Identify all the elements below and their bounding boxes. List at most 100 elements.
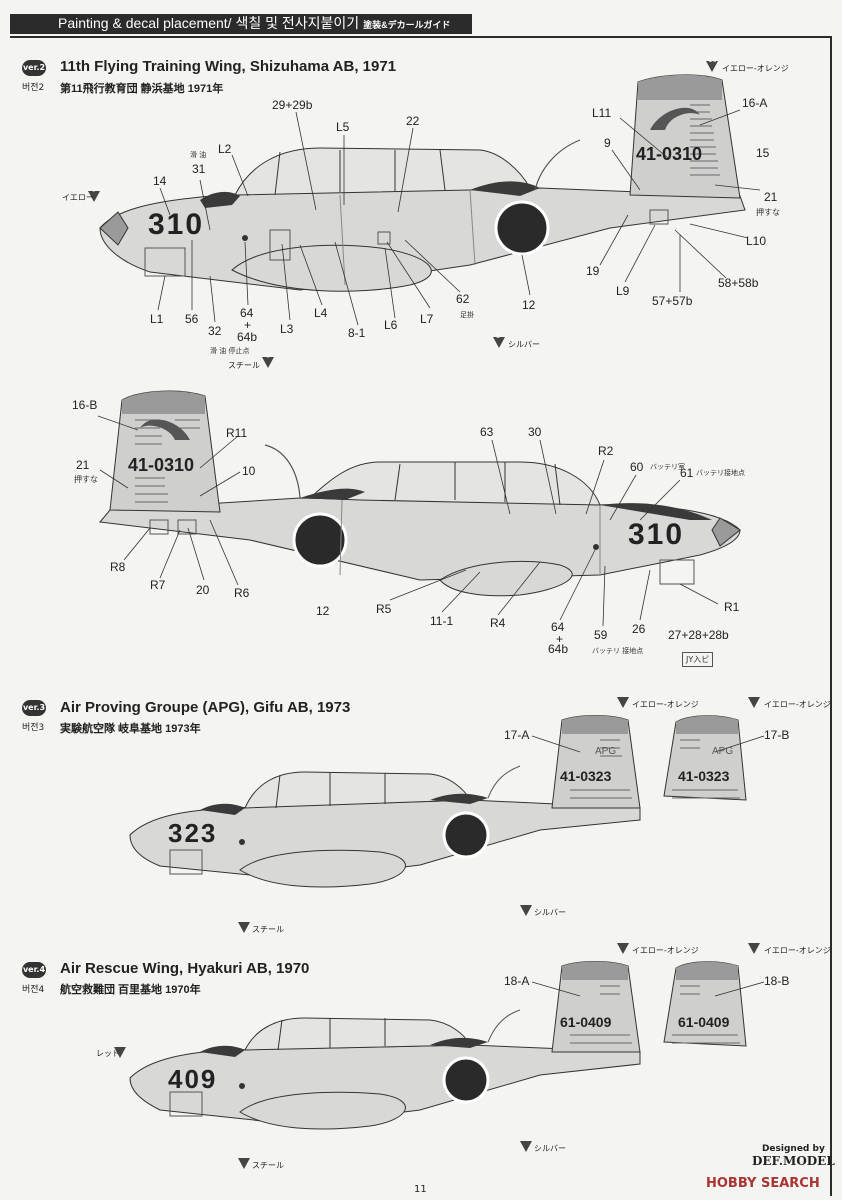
v2-badge: ver.2 <box>22 60 46 76</box>
v4-tail-code-a: 61-0409 <box>560 1014 612 1030</box>
callout-R4: R4 <box>490 616 506 630</box>
v2-badge-sub: 버전2 <box>22 83 45 93</box>
v3-badge: ver.3 <box>22 700 46 716</box>
callout-59: 59 <box>594 628 608 642</box>
callout-21: 21 <box>764 190 778 204</box>
callout-64-right-plus: + <box>556 632 564 646</box>
v3-badge-sub: 버전3 <box>22 723 45 733</box>
v4-badge: ver.4 <box>22 962 46 978</box>
callout-64-right: 64 <box>551 620 565 634</box>
callout-L1: L1 <box>150 312 164 326</box>
v3-tail-code-a: 41-0323 <box>560 768 612 784</box>
callout-19: 19 <box>586 264 600 278</box>
v4-badge-sub: 버전4 <box>22 985 45 995</box>
v2-left-tail-code: 41-0310 <box>636 144 703 164</box>
callout-21-right: 21 <box>76 458 90 472</box>
callout-62-note: 足掛 <box>460 311 474 319</box>
v3-profile <box>129 715 747 888</box>
v2-right-fin-marks <box>135 419 200 503</box>
color-ref-10-label-v3b: イエロー-オレンジ <box>764 700 831 709</box>
v3-fin-marks <box>570 739 740 799</box>
color-ref-8-label: レッド <box>96 1049 120 1058</box>
callout-58: 58+58b <box>718 276 759 290</box>
page-number: 11 <box>414 1184 427 1195</box>
callout-R8: R8 <box>110 560 126 574</box>
callout-15: 15 <box>756 146 770 160</box>
color-ref-7-label: イエロー <box>62 193 94 202</box>
v3-tail-logo-a: APG <box>595 746 617 757</box>
callout-12: 12 <box>522 298 536 312</box>
callout-R11: R11 <box>226 426 248 440</box>
color-ref-4-label-v4: スチール <box>252 1161 284 1170</box>
v4-nose-code: 409 <box>168 1064 218 1094</box>
color-ref-7-num: 7 <box>92 186 97 194</box>
callout-22: 22 <box>406 114 420 128</box>
callout-R6: R6 <box>234 586 250 600</box>
callout-56: 56 <box>185 312 199 326</box>
callout-64: 64 <box>240 306 254 320</box>
callout-62: 62 <box>456 292 470 306</box>
callout-60-note: バッテリ室 <box>650 463 685 471</box>
callout-L7: L7 <box>420 312 434 326</box>
callout-57: 57+57b <box>652 294 693 308</box>
callout-21-right-note: 押すな <box>74 475 98 484</box>
v2-subtitle: 第11飛行教育団 静浜基地 1971年 <box>60 83 224 95</box>
v2-left-profile <box>99 74 746 292</box>
color-ref-10-label-v3a: イエロー-オレンジ <box>632 700 699 709</box>
callout-59-note: バッテリ 接地点 <box>592 647 644 655</box>
callout-R7: R7 <box>150 578 166 592</box>
v4-tail-code-b: 61-0409 <box>678 1014 730 1030</box>
color-ref-5-num-v2: 5 <box>496 332 501 340</box>
callout-64-plus: + <box>244 318 252 332</box>
color-ref-10-label-v2: イエロー-オレンジ <box>722 64 789 73</box>
designer-credit: Designed by DEF.MODEL <box>752 1144 835 1168</box>
callout-L11: L11 <box>592 106 612 120</box>
color-ref-4-label-v3: スチール <box>252 925 284 934</box>
callout-27: 27+28+28b <box>668 628 729 642</box>
callout-31: 31 <box>192 162 206 176</box>
callout-26: 26 <box>632 622 646 636</box>
header-subtitle: 塗装&デカールガイド <box>363 20 451 30</box>
v2-tail-logo <box>650 107 700 130</box>
callout-20: 20 <box>196 583 210 597</box>
header-rule <box>10 36 832 38</box>
callout-L9: L9 <box>616 284 630 298</box>
callout-R1: R1 <box>724 600 740 614</box>
v2-title: 11th Flying Training Wing, Shizuhama AB,… <box>60 58 397 75</box>
callout-30: 30 <box>528 425 542 439</box>
callout-64b: 64b <box>237 330 258 344</box>
v2-right-nose-code: 310 <box>628 518 685 551</box>
v3-subtitle: 実験航空隊 岐阜基地 1973年 <box>60 723 201 735</box>
v4-fin-marks <box>570 985 740 1044</box>
v3-title: Air Proving Groupe (APG), Gifu AB, 1973 <box>60 699 351 716</box>
v3-tail-code-b: 41-0323 <box>678 768 730 784</box>
v2-right-tail-code: 41-0310 <box>128 455 195 475</box>
callout-32-note: 滑 油 停止点 <box>210 347 250 355</box>
v2-left-fin-marks <box>690 104 720 176</box>
callout-10: 10 <box>242 464 256 478</box>
callout-17B: 17-B <box>764 728 790 742</box>
color-ref-4-label-v2: スチール <box>228 361 260 370</box>
color-ref-5-label-v2: シルバー <box>508 340 540 349</box>
callout-16B: 16-B <box>72 398 98 412</box>
callout-32: 32 <box>208 324 222 338</box>
v4-profile <box>129 961 747 1130</box>
callout-11-1: 11-1 <box>430 614 454 628</box>
color-ref-markers <box>88 61 760 1169</box>
v2-right-profile <box>99 390 741 597</box>
leader-lines <box>97 109 765 997</box>
designer-name: DEF.MODEL <box>752 1154 835 1168</box>
designed-by-label: Designed by <box>761 1144 825 1154</box>
callout-29: 29+29b <box>272 98 313 112</box>
callout-L2: L2 <box>218 142 232 156</box>
callout-L3: L3 <box>280 322 294 336</box>
callout-61-note: バッテリ接地点 <box>696 469 745 477</box>
color-ref-5-label-v4: シルバー <box>534 1144 566 1153</box>
callout-9: 9 <box>604 136 611 150</box>
stamp-decal: JY入ビ <box>682 652 714 667</box>
header-bar <box>10 14 472 34</box>
color-ref-5-label-v3: シルバー <box>534 908 566 917</box>
callout-18A: 18-A <box>504 974 530 988</box>
